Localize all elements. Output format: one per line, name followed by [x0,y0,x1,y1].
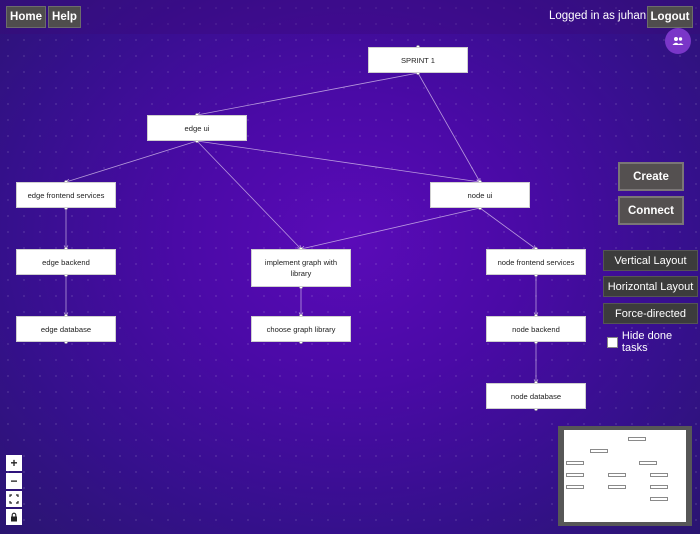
home-button[interactable]: Home [6,6,46,28]
task-node[interactable]: edge frontend services [16,182,116,208]
task-node[interactable]: node backend [486,316,586,342]
zoom-out-button[interactable]: − [6,473,22,489]
create-button[interactable]: Create [618,162,684,191]
edge-line [65,140,198,183]
horizontal-layout-button[interactable]: Horizontal Layout [603,276,698,297]
users-button[interactable] [665,28,691,54]
lock-button[interactable] [6,509,22,525]
task-node[interactable]: edge backend [16,249,116,275]
edge-line [417,72,481,183]
fit-view-button[interactable] [6,491,22,507]
users-icon [672,37,684,45]
edge-line [300,207,481,250]
help-button[interactable]: Help [48,6,81,28]
minimap-viewport [564,430,686,522]
edge-line [196,140,302,250]
task-node[interactable]: node database [486,383,586,409]
edge-line [196,140,481,183]
top-bar: Home Help Logged in as juhani Logout [0,0,700,34]
edge-line [196,72,419,116]
logged-in-text: Logged in as juhani [549,10,649,22]
minimap[interactable] [558,426,692,526]
vertical-layout-button[interactable]: Vertical Layout [603,250,698,271]
task-node[interactable]: SPRINT 1 [368,47,468,73]
logout-button[interactable]: Logout [647,6,693,28]
force-directed-button[interactable]: Force-directed [603,303,698,324]
task-node[interactable]: choose graph library [251,316,351,342]
task-node[interactable]: edge ui [147,115,247,141]
hide-done-checkbox[interactable] [607,336,618,348]
lock-icon [11,512,17,522]
hide-done-toggle[interactable]: Hide done tasks [607,330,700,354]
hide-done-label: Hide done tasks [621,330,673,354]
task-node[interactable]: implement graph with library [251,249,351,287]
task-node[interactable]: edge database [16,316,116,342]
edge-line [479,207,537,250]
task-node[interactable]: node frontend services [486,249,586,275]
connect-button[interactable]: Connect [618,196,684,225]
task-node[interactable]: node ui [430,182,530,208]
zoom-in-button[interactable]: + [6,455,22,471]
fit-view-icon [9,494,19,504]
